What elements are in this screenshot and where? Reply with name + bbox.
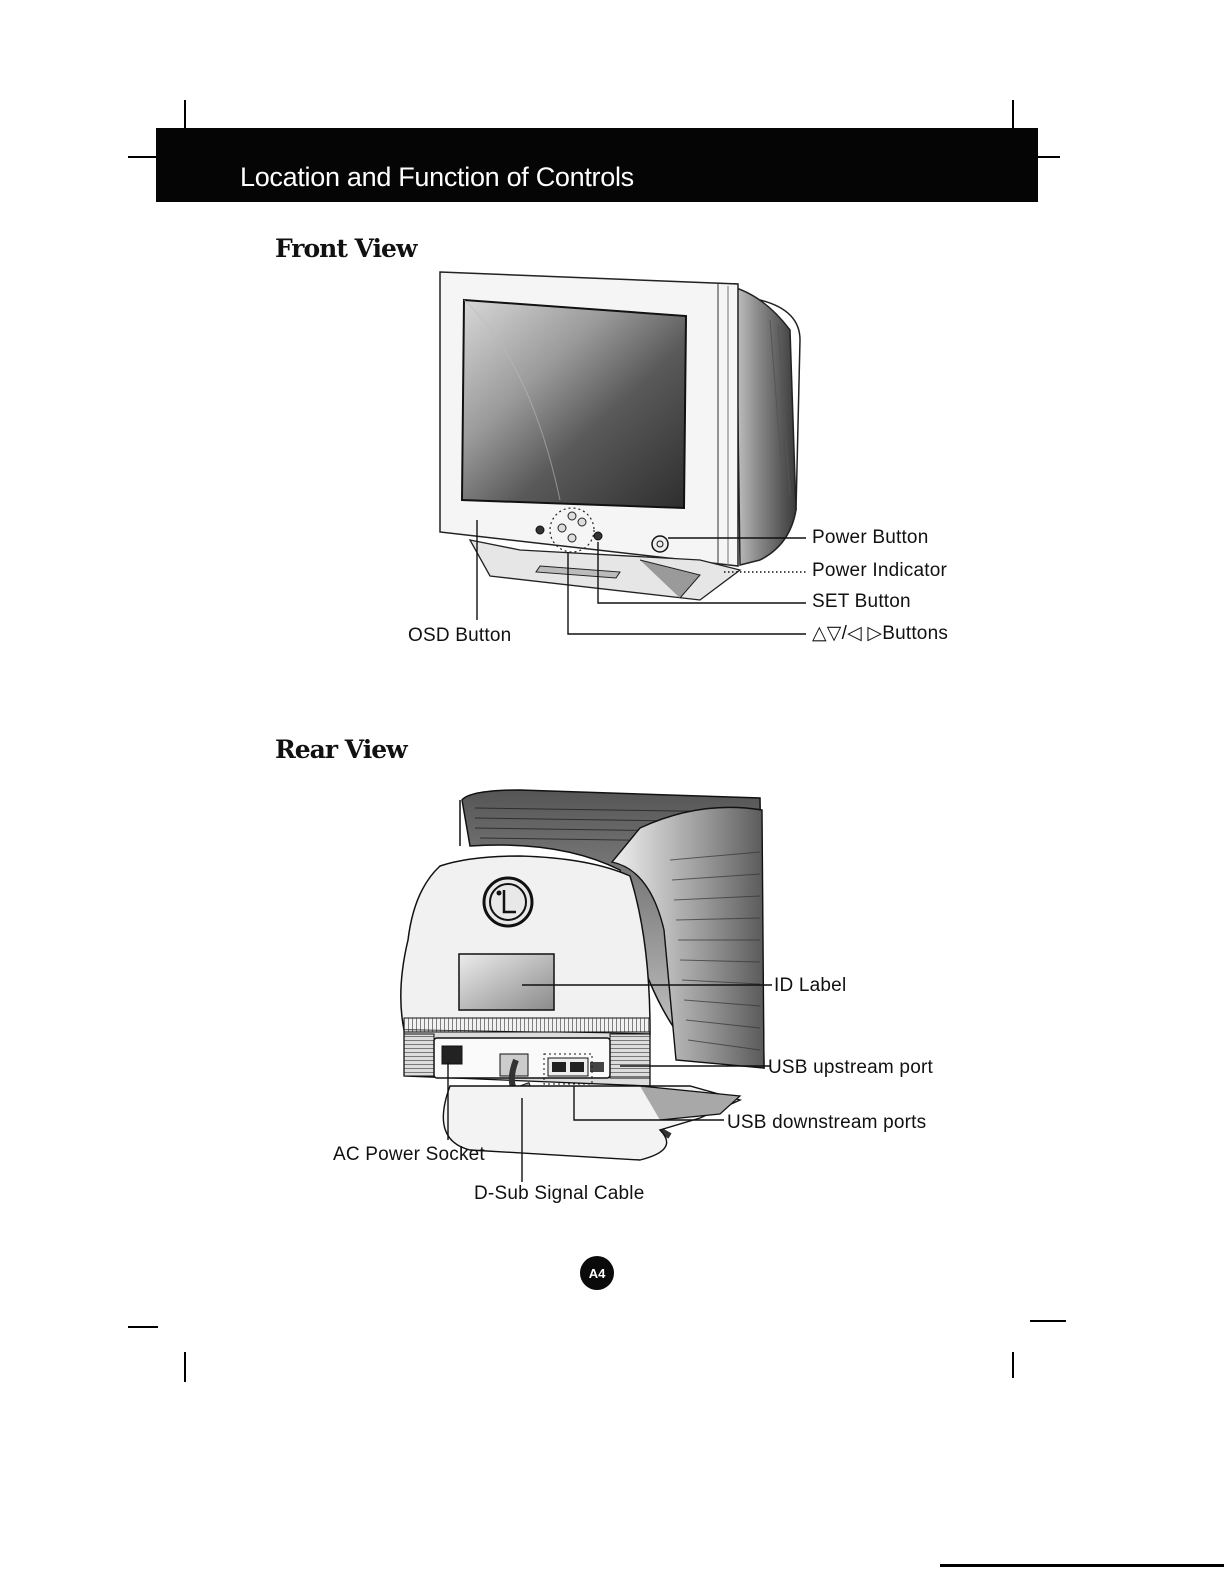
rear-connector-panel [434,1038,610,1084]
callout-usb-downstream: USB downstream ports [727,1112,926,1134]
page-number-badge: A4 [580,1256,614,1290]
callout-power-button: Power Button [812,527,928,549]
callout-arrow-buttons: △▽/◁ ▷Buttons [812,622,948,645]
front-screen [462,300,686,508]
id-label-plate [459,954,554,1010]
callout-ac-power-socket: AC Power Socket [333,1144,485,1166]
callout-power-indicator: Power Indicator [812,560,947,582]
callout-set-button: SET Button [812,591,911,613]
callout-osd-button: OSD Button [408,625,511,647]
callout-dsub-cable: D-Sub Signal Cable [474,1183,644,1205]
lg-logo [484,878,532,926]
callout-usb-upstream: USB upstream port [768,1057,933,1079]
rear-stand [443,1086,740,1160]
callout-id-label: ID Label [774,975,846,997]
